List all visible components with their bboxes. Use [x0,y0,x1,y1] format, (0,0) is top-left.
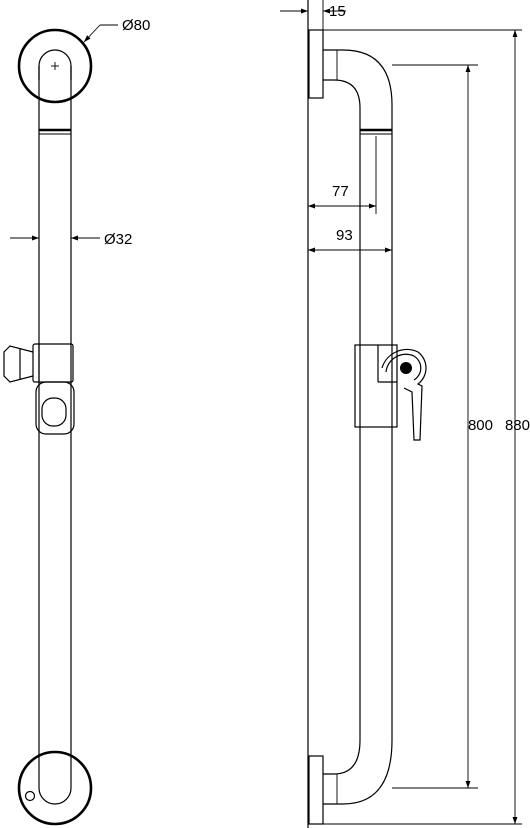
slider-holder-side [354,344,427,441]
dim-rosette-diameter: Ø80 [83,17,150,43]
top-wall-plate [308,29,324,99]
rosette-diameter-label: Ø80 [122,17,150,34]
bottom-elbow-side [323,739,393,805]
dim-overall-length: 880 [323,29,530,825]
dim-outer-offset: 93 [308,227,392,253]
wall-thickness-label: 15 [329,3,346,20]
side-view: 15 77 93 800 880 [280,0,530,828]
outer-offset-label: 93 [336,227,353,244]
bottom-wall-plate [308,755,324,825]
bottom-rosette [17,750,93,826]
bar-diameter-label: Ø32 [104,231,132,248]
lever-pivot [400,362,412,374]
bar-tube [38,66,72,762]
top-elbow-outline [38,49,72,80]
top-elbow-side [323,49,393,135]
inner-offset-label: 77 [332,183,349,200]
dim-wall-thickness: 15 [280,0,346,30]
dim-bar-diameter: Ø32 [10,231,132,248]
dim-center-distance: 800 [392,64,493,789]
front-view: Ø80 Ø32 [3,17,150,826]
bar-tube-side [359,105,393,740]
slider-holder-front [3,343,75,435]
center-distance-label: 800 [468,417,493,434]
overall-length-label: 880 [505,417,530,434]
dim-inner-offset: 77 [308,136,377,214]
top-rosette [17,28,93,104]
